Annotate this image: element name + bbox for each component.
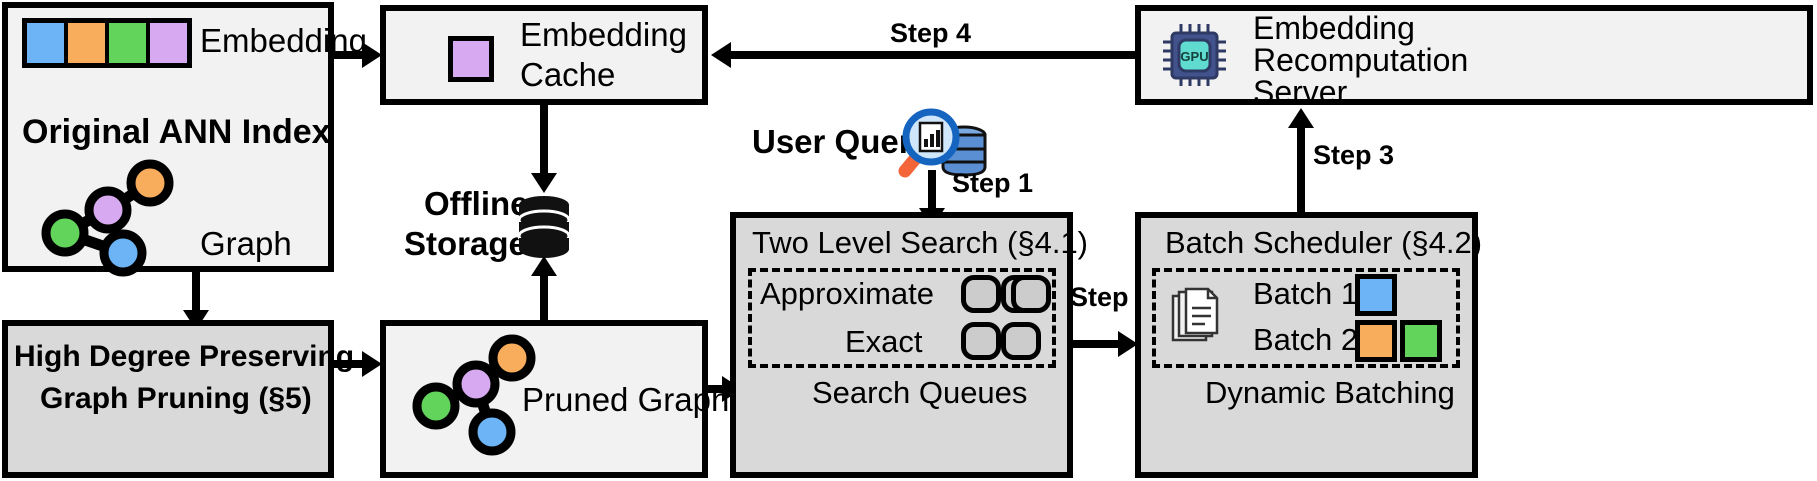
approximate-queue-slot-1: [961, 275, 1001, 313]
arrow-step1-line: [928, 170, 936, 212]
recomputation-server-line3: Server: [1253, 74, 1348, 110]
arrow-prunedgraph-to-search-line: [708, 385, 730, 393]
approximate-row-label: Approximate: [760, 276, 935, 311]
arrow-step2-line: [1073, 340, 1125, 348]
batch-2-swatch-orange: [1355, 320, 1397, 362]
gpu-chip-icon: GPU: [1163, 24, 1226, 86]
search-queues-dashed-region: [748, 268, 1056, 368]
arrow-pruning-to-prunedgraph-line: [334, 360, 364, 368]
exact-queue-slot-1: [961, 322, 1001, 360]
recomputation-server-panel: [1135, 5, 1813, 105]
recomputation-server-line2: Recomputation: [1253, 42, 1469, 78]
arrow-step3-line: [1297, 125, 1305, 213]
recomputation-server-line1: Embedding: [1253, 10, 1415, 46]
arrow-prunedgraph-to-storage-line: [540, 275, 548, 320]
arrow-cache-to-storage-head: [531, 173, 557, 193]
approximate-queue-slot-3: [1011, 275, 1051, 313]
embedding-cache-title-line1: Embedding: [520, 16, 687, 53]
arrow-step3-head: [1288, 108, 1314, 128]
exact-queue-slot-2: [1001, 322, 1041, 360]
offline-storage-label-line1: Offline: [424, 185, 529, 222]
arrow-step2-head: [1118, 331, 1138, 357]
batch-2-label: Batch 2: [1253, 322, 1359, 357]
original-ann-index-title: Original ANN Index: [22, 113, 331, 151]
step-1-label: Step 1: [952, 168, 1034, 198]
embedding-cell-green: [109, 23, 150, 63]
graph-pruning-title-line2: Graph Pruning (§5): [40, 382, 312, 415]
pruned-graph-label: Pruned Graph: [522, 381, 730, 418]
arrow-prunedgraph-to-storage-head: [531, 256, 557, 276]
embedding-cell-purple: [150, 23, 187, 63]
dynamic-batching-dashed-region: [1152, 268, 1460, 368]
graph-pruning-panel: [2, 320, 334, 478]
embedding-cell-blue: [27, 23, 68, 63]
arrow-pruning-to-prunedgraph-head: [362, 351, 382, 377]
gpu-icon-text: GPU: [1180, 49, 1208, 64]
arrow-step4-head: [711, 42, 731, 68]
offline-storage-label-line2: Storage: [404, 225, 527, 262]
arrow-step4-line: [730, 51, 1135, 59]
search-database-icon: [898, 108, 987, 178]
step-4-label: Step 4: [890, 18, 972, 48]
embedding-cell-orange: [68, 23, 109, 63]
two-level-search-title: Two Level Search (§4.1): [752, 225, 1089, 260]
database-icon: [517, 196, 571, 258]
exact-row-label: Exact: [845, 324, 923, 359]
batch-1-label: Batch 1: [1253, 276, 1359, 311]
step-3-label: Step 3: [1313, 140, 1395, 170]
original-graph-icon: [41, 159, 174, 277]
arrow-index-to-cache-head: [362, 42, 382, 68]
batch-2-swatch-green: [1400, 320, 1442, 362]
batch-1-swatch-blue: [1355, 274, 1397, 316]
dynamic-batching-footer: Dynamic Batching: [1205, 375, 1455, 410]
embedding-cache-title-line2: Cache: [520, 56, 616, 93]
arrow-index-to-pruning-line: [192, 272, 200, 314]
pruned-graph-icon: [412, 334, 536, 456]
graph-pruning-title-line1: High Degree Preserving: [14, 340, 355, 373]
user-query-label: User Query: [752, 123, 930, 160]
embedding-cache-panel: [380, 5, 708, 105]
search-queues-footer: Search Queues: [812, 375, 1028, 410]
arrow-index-to-cache-line: [334, 51, 364, 59]
graph-label: Graph: [200, 225, 292, 262]
documents-icon: [1171, 287, 1219, 342]
embedding-strip: [22, 18, 192, 68]
arrow-cache-to-storage-line: [540, 105, 548, 177]
batch-scheduler-title: Batch Scheduler (§4.2): [1165, 225, 1483, 260]
embedding-cache-swatch: [448, 36, 494, 82]
